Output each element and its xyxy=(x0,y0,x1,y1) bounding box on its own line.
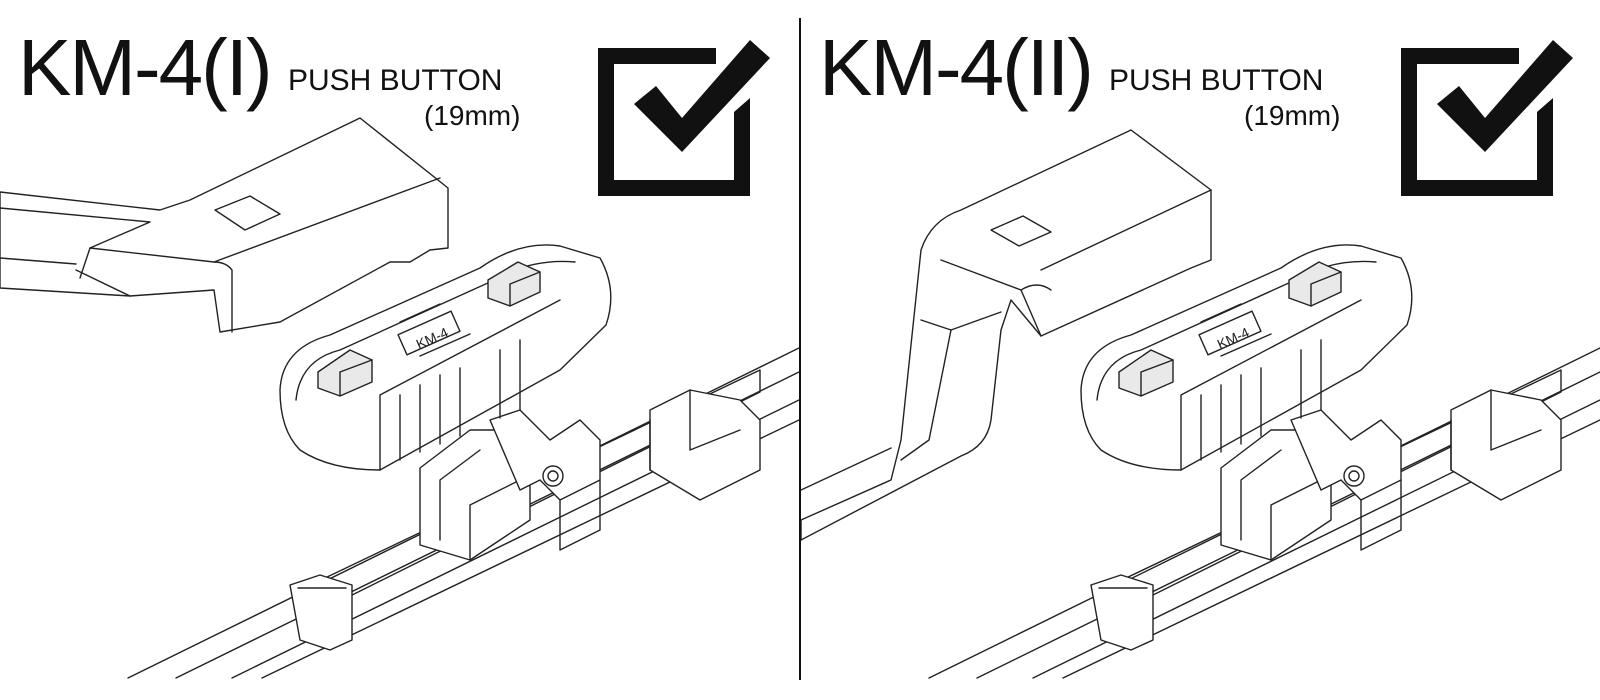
button-type-label: PUSH BUTTON xyxy=(288,64,503,97)
checkbox-checked-icon xyxy=(598,40,770,196)
wiper-arm xyxy=(0,117,449,333)
panel-km4-ii: KM-4 KM-4(II) PUSH BUTTON (19mm) xyxy=(801,0,1600,700)
button-size-label: (19mm) xyxy=(424,100,521,131)
checkbox-checked-icon xyxy=(1401,40,1573,196)
wiper-adapter-illustration-km4-ii: KM-4 xyxy=(801,129,1600,679)
panel-divider xyxy=(799,18,801,680)
wiper-arm xyxy=(801,129,1212,541)
km4-adapter: KM-4 xyxy=(279,244,612,471)
button-size-label: (19mm) xyxy=(1244,100,1341,131)
panel-km4-i: KM-4 KM-4(I) PUSH BUTTON (19mm) xyxy=(0,0,799,700)
wiper-adapter-illustration-km4-i: KM-4 xyxy=(0,117,799,679)
button-type-label: PUSH BUTTON xyxy=(1109,64,1324,97)
mount-bracket xyxy=(289,389,761,651)
km4-adapter: KM-4 xyxy=(1080,244,1413,471)
mount-bracket xyxy=(1090,389,1562,651)
model-title: KM-4(II) xyxy=(819,23,1094,112)
model-title: KM-4(I) xyxy=(18,23,273,112)
